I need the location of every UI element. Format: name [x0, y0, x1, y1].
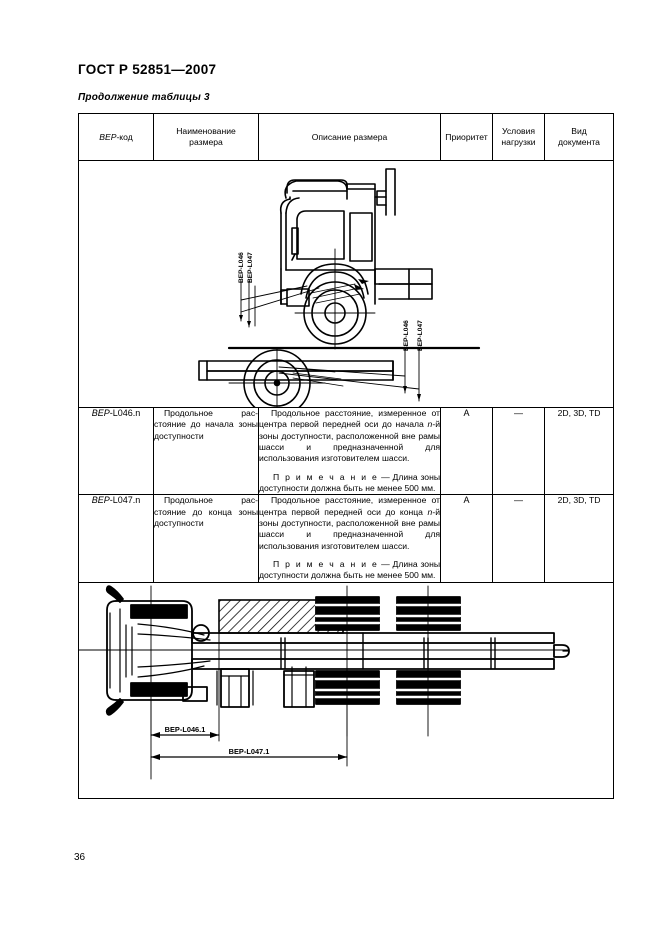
- table-row: BEP-L047.n Продольное рас-стояние до кон…: [78, 494, 614, 583]
- table-continuation-caption: Продолжение таблицы 3: [78, 92, 210, 103]
- cell-priority: A: [440, 406, 493, 496]
- column-header-description: Описание размера: [258, 113, 441, 161]
- cell-document-type: 2D, 3D, TD: [544, 406, 614, 496]
- page-number: 36: [74, 852, 86, 863]
- cell-name: Продольное рас-стояние до конца зоны дос…: [153, 494, 259, 583]
- description-note: П р и м е ч а н и е — Длина зоны доступн…: [259, 559, 440, 581]
- dimension-label-bep-l046-1: BEP-L046.1: [165, 725, 206, 734]
- column-header-priority: Приоритет: [440, 113, 493, 161]
- truck-chassis-plan-view-drawing: BEP-L046.1 BEP-L047.1: [79, 585, 570, 780]
- dimensions-table: BEP-код Наименование размера Описание ра…: [78, 113, 614, 799]
- figure-row-bottom: BEP-L046.1 BEP-L047.1: [78, 581, 614, 799]
- figure-label-plan-lower: BEP-L047: [417, 320, 424, 351]
- standard-title: ГОСТ Р 52851—2007: [78, 62, 217, 77]
- cell-load-conditions: —: [492, 406, 545, 496]
- cell-document-type: 2D, 3D, TD: [544, 494, 614, 583]
- figure-label-side-lower: BEP-L047: [247, 252, 254, 283]
- column-header-document-type: Вид документа: [544, 113, 614, 161]
- cell-description: Продольное расстояние, измеренное от цен…: [258, 406, 441, 496]
- cell-priority: A: [440, 494, 493, 583]
- cell-description: Продольное расстояние, измеренное от цен…: [258, 494, 441, 583]
- cell-code: BEP-L046.n: [78, 406, 154, 496]
- cell-name: Продольное рас-стояние до начала зоны до…: [153, 406, 259, 496]
- cell-load-conditions: —: [492, 494, 545, 583]
- figure-label-side-upper: BEP-L046: [238, 252, 245, 283]
- description-note: П р и м е ч а н и е — Длина зоны доступн…: [259, 471, 440, 494]
- column-header-code: BEP-код: [78, 113, 154, 161]
- column-header-name: Наименование размера: [153, 113, 259, 161]
- column-header-load-conditions: Условия нагрузки: [492, 113, 545, 161]
- dimension-label-bep-l047-1: BEP-L047.1: [229, 747, 270, 756]
- truck-cab-figure-cell: BEP-L046 BEP-L047 BEP-L046 BEP-L047: [78, 160, 614, 408]
- cell-code: BEP-L047.n: [78, 494, 154, 583]
- truck-cab-side-and-plan-view-drawing: BEP-L046 BEP-L047 BEP-L046 BEP-L047: [198, 168, 481, 407]
- description-paragraph: Продольное расстояние, измеренное от цен…: [259, 408, 440, 464]
- table-header-row: BEP-код Наименование размера Описание ра…: [78, 113, 614, 161]
- figure-row-top: BEP-L046 BEP-L047 BEP-L046 BEP-L047: [78, 160, 614, 408]
- truck-chassis-figure-cell: BEP-L046.1 BEP-L047.1: [78, 581, 614, 799]
- table-row: BEP-L046.n Продольное рас-стояние до нач…: [78, 406, 614, 496]
- figure-label-plan-upper: BEP-L046: [403, 320, 410, 351]
- description-paragraph: Продольное расстояние, измеренное от цен…: [259, 495, 440, 551]
